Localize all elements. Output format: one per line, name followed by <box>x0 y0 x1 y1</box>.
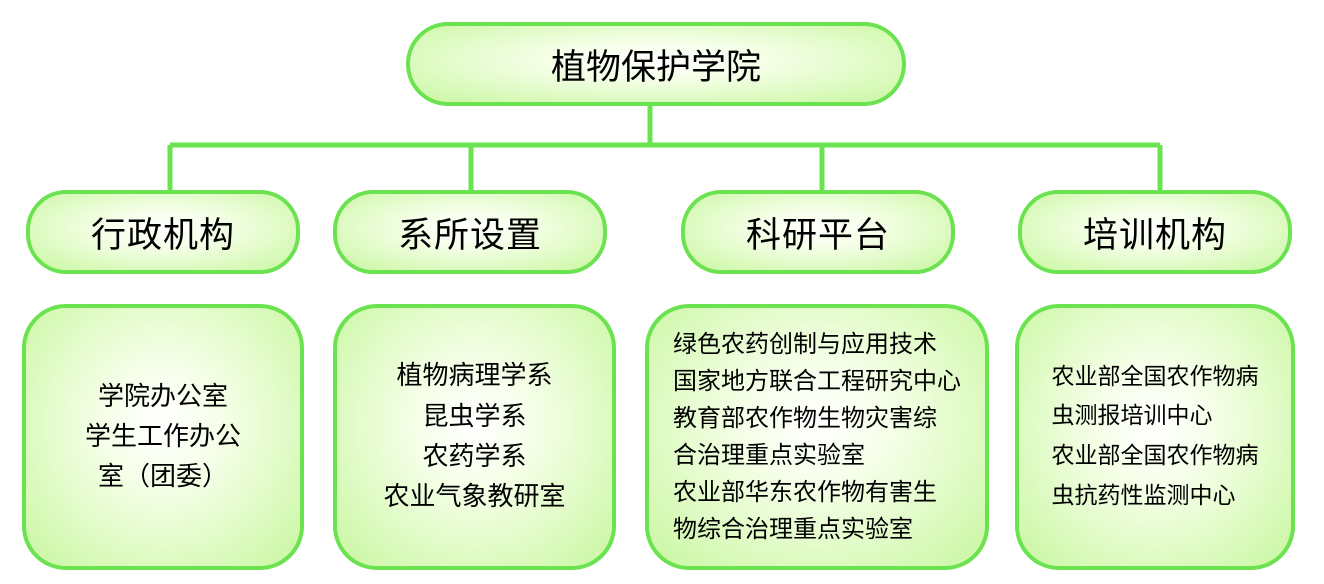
detail-node-research-platforms: 绿色农药创制与应用技术 国家地方联合工程研究中心 教育部农作物生物灾害综 合治理… <box>645 304 989 570</box>
detail-node-administration: 学院办公室 学生工作办公 室（团委） <box>22 304 304 570</box>
detail-item: 昆虫学系 <box>422 401 527 432</box>
detail-item: 虫抗药性监测中心 <box>1051 482 1236 509</box>
category-label: 科研平台 <box>745 215 890 256</box>
detail-item: 合治理重点实验室 <box>673 441 865 469</box>
root-node: 植物保护学院 <box>406 22 906 106</box>
detail-item: 农业部华东农作物有害生 <box>673 477 937 506</box>
detail-item: 农业气象教研室 <box>383 482 566 513</box>
category-label: 培训机构 <box>1082 215 1227 256</box>
detail-item: 教育部农作物生物灾害综 <box>673 404 937 433</box>
category-node-research-platforms: 科研平台 <box>681 190 955 274</box>
detail-item: 农业部全国农作物病 <box>1051 363 1259 390</box>
detail-list: 学院办公室 学生工作办公 室（团委） <box>85 377 241 498</box>
root-label: 植物保护学院 <box>550 47 761 88</box>
detail-item: 植物病理学系 <box>396 361 553 392</box>
detail-item: 物综合治理重点实验室 <box>673 514 913 543</box>
detail-item: 室（团委） <box>97 462 228 493</box>
detail-list: 植物病理学系 昆虫学系 农药学系 农业气象教研室 <box>383 356 565 517</box>
detail-item: 绿色农药创制与应用技术 <box>673 330 937 359</box>
category-node-departments: 系所设置 <box>333 190 607 274</box>
detail-item: 农药学系 <box>422 442 527 472</box>
detail-node-departments: 植物病理学系 昆虫学系 农药学系 农业气象教研室 <box>333 304 616 570</box>
detail-item: 国家地方联合工程研究中心 <box>673 367 961 396</box>
detail-item: 虫测报培训中心 <box>1051 403 1213 430</box>
detail-list: 农业部全国农作物病 虫测报培训中心 农业部全国农作物病 虫抗药性监测中心 <box>1052 358 1259 516</box>
detail-item: 农业部全国农作物病 <box>1051 443 1259 469</box>
category-label: 系所设置 <box>397 215 542 256</box>
detail-item: 学生工作办公 <box>84 421 241 452</box>
detail-item: 学院办公室 <box>97 381 228 412</box>
category-node-administration: 行政机构 <box>26 190 300 274</box>
detail-node-training: 农业部全国农作物病 虫测报培训中心 农业部全国农作物病 虫抗药性监测中心 <box>1015 304 1295 570</box>
category-node-training: 培训机构 <box>1018 190 1292 274</box>
category-label: 行政机构 <box>90 215 235 256</box>
detail-list: 绿色农药创制与应用技术 国家地方联合工程研究中心 教育部农作物生物灾害综 合治理… <box>673 326 961 548</box>
